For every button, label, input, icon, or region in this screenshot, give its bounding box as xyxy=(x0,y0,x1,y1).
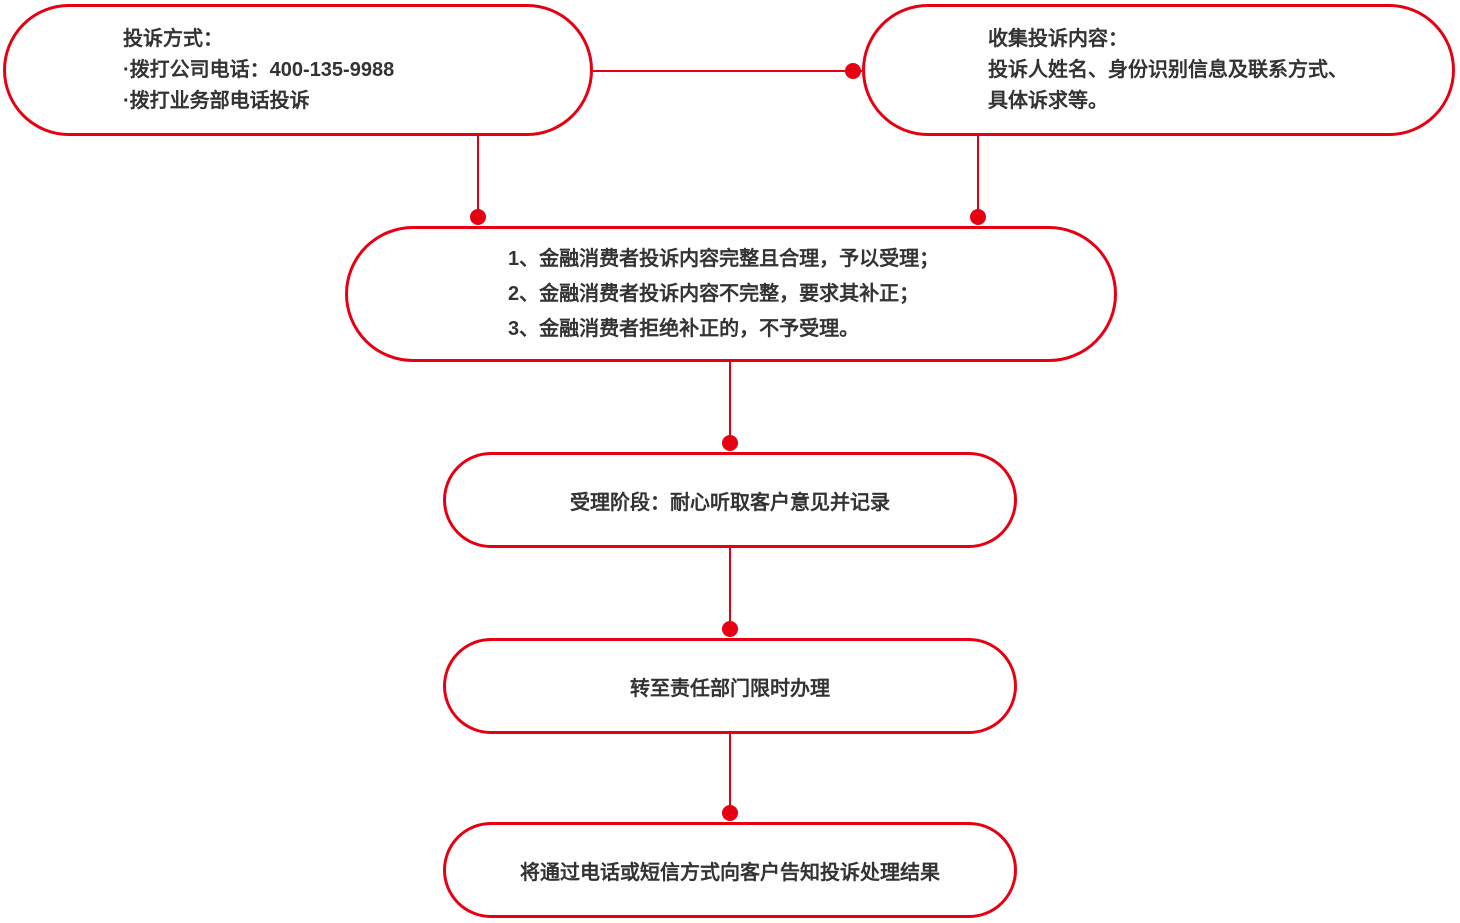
connector-methods-to-rules-line xyxy=(477,136,479,222)
node-collect-content: 收集投诉内容： 投诉人姓名、身份识别信息及联系方式、 具体诉求等。 xyxy=(862,4,1455,136)
connector-endpoint-dot xyxy=(722,435,738,451)
node-text-line: 将通过电话或短信方式向客户告知投诉处理结果 xyxy=(520,861,940,884)
connector-rules-to-acceptance-line xyxy=(729,362,731,440)
node-acceptance-stage: 受理阶段：耐心听取客户意见并记录 xyxy=(443,452,1017,548)
node-complaint-methods: 投诉方式： ·拨打公司电话：400-135-9988 ·拨打业务部电话投诉 xyxy=(3,4,593,136)
node-text-line: 1、金融消费者投诉内容完整且合理，予以受理； xyxy=(508,247,940,270)
node-text-line: 具体诉求等。 xyxy=(988,89,1108,112)
node-text-line: ·拨打业务部电话投诉 xyxy=(123,89,310,112)
node-text-line: 3、金融消费者拒绝补正的，不予受理。 xyxy=(508,317,860,340)
connector-transfer-to-notify-line xyxy=(729,734,731,812)
connector-endpoint-dot xyxy=(845,63,861,79)
node-text-line: 投诉方式： xyxy=(123,27,223,50)
connector-endpoint-dot xyxy=(722,805,738,821)
node-text-line: 收集投诉内容： xyxy=(988,27,1128,50)
connector-endpoint-dot xyxy=(722,621,738,637)
node-notify-result: 将通过电话或短信方式向客户告知投诉处理结果 xyxy=(443,822,1017,918)
connector-acceptance-to-transfer-line xyxy=(729,548,731,626)
node-transfer-department: 转至责任部门限时办理 xyxy=(443,638,1017,734)
node-acceptance-rules: 1、金融消费者投诉内容完整且合理，予以受理； 2、金融消费者投诉内容不完整，要求… xyxy=(345,226,1117,362)
node-text-line: ·拨打公司电话：400-135-9988 xyxy=(123,58,395,81)
node-text-line: 2、金融消费者投诉内容不完整，要求其补正； xyxy=(508,282,920,305)
node-text-line: 转至责任部门限时办理 xyxy=(630,677,830,700)
connector-collect-to-rules-line xyxy=(977,136,979,222)
connector-methods-to-collect-line xyxy=(593,70,862,72)
node-text-line: 受理阶段：耐心听取客户意见并记录 xyxy=(570,491,890,514)
node-text-line: 投诉人姓名、身份识别信息及联系方式、 xyxy=(988,58,1348,81)
connector-endpoint-dot xyxy=(470,209,486,225)
connector-endpoint-dot xyxy=(970,209,986,225)
